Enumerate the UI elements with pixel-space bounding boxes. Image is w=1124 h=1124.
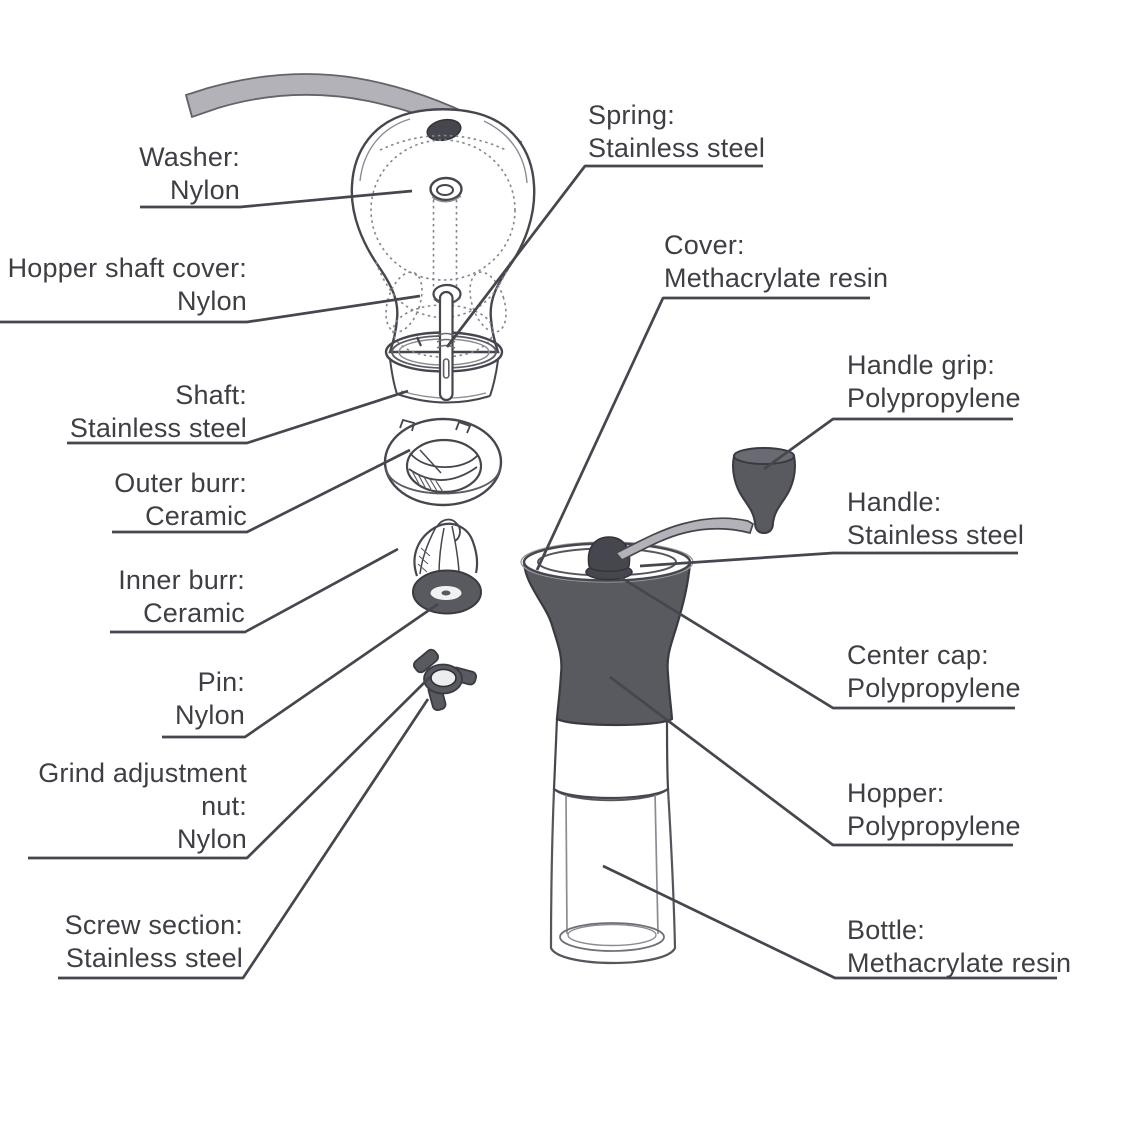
part-name: Handle: [847, 487, 942, 517]
part-material: Nylon [176, 286, 247, 316]
leader-pin [162, 602, 439, 739]
part-name: Bottle: [847, 915, 925, 945]
part-name: Center cap: [847, 640, 989, 670]
label-hopper: Hopper: Polypropylene [847, 777, 1021, 843]
inner-burr-drawing [412, 518, 482, 615]
label-hopper-shaft-cover: Hopper shaft cover: Nylon [8, 252, 247, 318]
label-grind-adjustment-nut: Grind adjustment nut: Nylon [9, 757, 247, 856]
label-handle: Handle: Stainless steel [847, 486, 1024, 552]
part-material: Stainless steel [65, 943, 243, 973]
part-material: Polypropylene [847, 673, 1021, 703]
part-name: Pin: [197, 667, 245, 697]
leader-bottle [602, 864, 1057, 980]
part-material: Nylon [169, 175, 240, 205]
part-name: Outer burr: [114, 468, 247, 498]
inner-burr-hatching [417, 547, 431, 573]
label-pin: Pin: Nylon [175, 666, 245, 732]
leader-hopper [609, 675, 1013, 847]
hopper-body-drawing [522, 561, 692, 727]
outer-burr-drawing [383, 417, 503, 507]
label-bottle: Bottle: Methacrylate resin [847, 914, 1071, 980]
part-material: Stainless steel [69, 413, 247, 443]
leader-washer [140, 189, 413, 209]
outer-burr-hatching [411, 470, 444, 493]
label-screw-section: Screw section: Stainless steel [65, 909, 243, 975]
bottle-drawing [549, 787, 677, 965]
part-material: Ceramic [143, 598, 245, 628]
part-material: Polypropylene [847, 811, 1021, 841]
shaft-drawing [436, 290, 456, 402]
assembled-grinder-drawing [520, 447, 796, 965]
part-material: Stainless steel [588, 133, 766, 163]
label-outer-burr: Outer burr: Ceramic [114, 467, 247, 533]
part-material: Nylon [174, 700, 245, 730]
leader-center-cap [614, 572, 1015, 710]
leader-inner-burr [110, 547, 399, 634]
leader-lines [0, 164, 1057, 980]
part-name: Washer: [139, 142, 240, 172]
part-material: Nylon [176, 824, 247, 854]
leader-outer-burr [112, 448, 411, 534]
leader-hopper-shaft-cover [0, 294, 421, 324]
label-washer: Washer: Nylon [139, 141, 240, 207]
part-name: Spring: [588, 100, 675, 130]
leader-grind-adjustment-nut [28, 676, 431, 860]
handle-grip-drawing [732, 447, 796, 535]
part-material: Stainless steel [847, 520, 1025, 550]
handle-arm-drawing [614, 517, 755, 562]
leader-handle [639, 551, 1018, 568]
leader-shaft [67, 389, 409, 445]
label-shaft: Shaft: Stainless steel [70, 379, 247, 445]
label-inner-burr: Inner burr: Ceramic [118, 564, 245, 630]
leader-spring [445, 164, 763, 348]
center-cap-drawing [585, 536, 633, 581]
leader-handle-grip [763, 417, 1013, 471]
part-name: Hopper: [847, 778, 945, 808]
part-name: Hopper shaft cover: [7, 253, 247, 283]
label-spring: Spring: Stainless steel [588, 99, 765, 165]
part-material: Methacrylate resin [847, 948, 1072, 978]
part-material: Methacrylate resin [664, 263, 889, 293]
leader-screw-section [58, 698, 430, 980]
part-name: Shaft: [175, 380, 247, 410]
leader-cover [535, 296, 870, 571]
part-name: Cover: [664, 230, 745, 260]
spring-drawing [436, 332, 456, 349]
washer-drawing [429, 176, 463, 203]
hopper-base-band-drawing [552, 716, 670, 800]
part-name: Inner burr: [118, 565, 245, 595]
part-material: Ceramic [145, 501, 247, 531]
part-name: Grind adjustment nut: [38, 758, 247, 821]
grind-adjustment-nut-drawing [413, 648, 478, 712]
part-name: Screw section: [64, 910, 243, 940]
part-material: Polypropylene [847, 383, 1021, 413]
part-name: Handle grip: [847, 350, 995, 380]
label-cover: Cover: Methacrylate resin [664, 229, 888, 295]
label-handle-grip: Handle grip: Polypropylene [847, 349, 1021, 415]
label-center-cap: Center cap: Polypropylene [847, 639, 1021, 705]
